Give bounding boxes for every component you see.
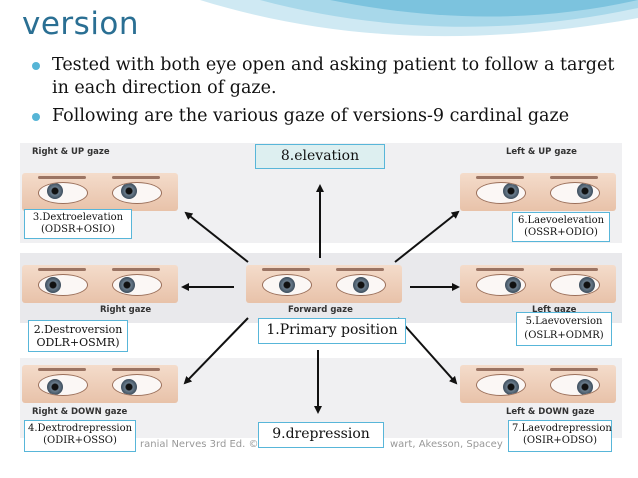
box-laevoversion-muscles: (OSLR+ODMR) <box>524 330 604 341</box>
gaze-label-forward: Forward gaze <box>288 305 353 315</box>
box-dextrodepression-muscles: (ODIR+OSSO) <box>43 435 117 446</box>
box-laevodepression-title: 7.Laevodrepression <box>512 423 612 434</box>
gaze-label-left-down: Left & DOWN gaze <box>506 407 595 417</box>
gaze-label-right: Right gaze <box>100 305 152 315</box>
box-laevodepression-muscles: (OSIR+ODSO) <box>523 435 597 446</box>
eye-photo-left-down <box>460 365 616 403</box>
gaze-label-right-up: Right & UP gaze <box>32 147 110 157</box>
box-laevoelevation-title: 6.Laevoelevation <box>517 215 605 226</box>
gaze-label-left: Left gaze <box>532 305 577 315</box>
bullet-item: Tested with both eye open and asking pat… <box>26 54 626 100</box>
box-dextroelevation: 3.Dextroelevation (ODSR+OSIO) <box>24 209 132 239</box>
eye-photo-right-down <box>22 365 178 403</box>
decorative-wave <box>200 0 638 37</box>
box-laevoelevation: 6.Laevoelevation (OSSR+ODIO) <box>512 212 610 242</box>
box-destroversion-title: 2.Destroversion <box>33 323 123 336</box>
eye-photo-left <box>460 265 616 303</box>
box-destroversion: 2.Destroversion ODLR+OSMR) <box>28 320 128 352</box>
box-primary-position: 1.Primary position <box>258 318 406 344</box>
box-laevoversion: 5.Laevoversion (OSLR+ODMR) <box>516 312 612 346</box>
slide-title: version <box>22 6 140 42</box>
eye-photo-right-up <box>22 173 178 211</box>
gaze-label-right-down: Right & DOWN gaze <box>32 407 128 417</box>
arrow-down-left <box>183 317 249 385</box>
box-dextroelevation-muscles: (ODSR+OSIO) <box>41 224 115 235</box>
box-dextroelevation-title: 3.Dextroelevation <box>32 212 124 223</box>
box-laevoversion-title: 5.Laevoversion <box>525 316 603 327</box>
eye-photo-left-up <box>460 173 616 211</box>
box-elevation: 8.elevation <box>255 144 385 169</box>
box-dextrodepression: 4.Dextrodrepression (ODIR+OSSO) <box>24 420 136 452</box>
bullet-list: Tested with both eye open and asking pat… <box>26 54 626 133</box>
box-destroversion-muscles: ODLR+OSMR) <box>36 336 120 349</box>
box-laevodepression: 7.Laevodrepression (OSIR+ODSO) <box>508 420 612 452</box>
bullet-item: Following are the various gaze of versio… <box>26 105 626 128</box>
arrow-down-right <box>397 317 458 385</box>
arrow-up-left <box>184 211 249 263</box>
box-dextrodepression-title: 4.Dextrodrepression <box>28 423 133 434</box>
box-elevation-label: 8.elevation <box>280 148 360 164</box>
gaze-label-left-up: Left & UP gaze <box>506 147 577 157</box>
eye-photo-right <box>22 265 178 303</box>
eye-photo-forward <box>246 265 402 303</box>
figure-credit-right: wart, Akesson, Spacey <box>390 439 503 450</box>
box-depression-label: 9.drepression <box>272 426 370 442</box>
box-laevoelevation-muscles: (OSSR+ODIO) <box>524 227 598 238</box>
box-primary-label: 1.Primary position <box>266 322 398 338</box>
box-depression: 9.drepression <box>258 422 384 448</box>
figure-credit-left: ranial Nerves 3rd Ed. © <box>140 439 259 450</box>
arrow-up-right <box>394 210 460 263</box>
